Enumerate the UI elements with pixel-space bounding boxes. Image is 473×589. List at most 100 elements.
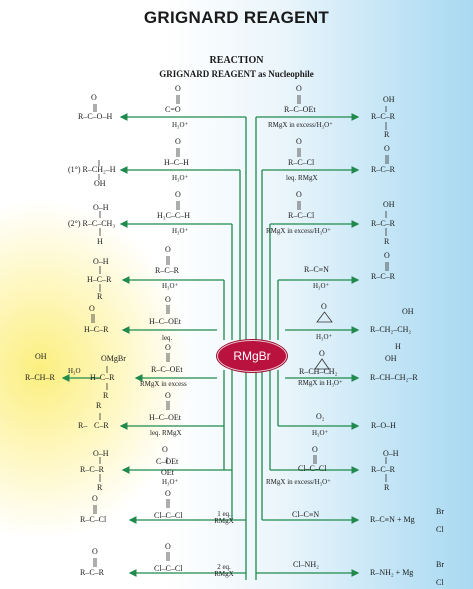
- atom-r: R: [96, 401, 102, 410]
- left-condition-7: leq. RMgX: [150, 429, 182, 437]
- atom-o: O: [165, 542, 171, 551]
- atom-o: O: [175, 137, 181, 146]
- left-reagent-4: R–C–R: [155, 266, 180, 275]
- epoxide-ring-2: [314, 358, 330, 370]
- left-reagent-5: H–C–OEt: [149, 317, 181, 326]
- left-product-4: H–C–R: [87, 275, 112, 284]
- atom-h: H: [97, 237, 103, 246]
- right-product-8: R–C–R: [371, 465, 396, 474]
- left-reagent-10: Cl–C–Cl: [154, 564, 183, 573]
- atom-h: H: [395, 342, 401, 351]
- right-product-4: R–C–R: [371, 272, 396, 281]
- atom-o: O: [296, 84, 302, 93]
- left-reagent-9: Cl–C–Cl: [154, 511, 183, 520]
- right-reagent-10: Cl–NH₂: [293, 560, 319, 569]
- left-reagent-6: R–C–OEt: [151, 365, 183, 374]
- atom-o: O: [165, 489, 171, 498]
- right-reagent-9: Cl–C≡N: [292, 510, 320, 519]
- right-reagent-3: R–C–Cl: [288, 211, 315, 220]
- atom-o: O: [165, 245, 171, 254]
- left-condition-10: 2 eq. RMgX: [214, 563, 234, 578]
- atom-o: O: [165, 295, 171, 304]
- atom-o: O: [91, 93, 97, 102]
- bond-marks: [91, 95, 389, 567]
- left-product-9: R–C–Cl: [80, 515, 107, 524]
- atom-oh: OH: [94, 179, 106, 188]
- right-product-7: R–O–H: [371, 421, 396, 430]
- left-product-3: (2°) R–C–CH₃: [68, 219, 116, 228]
- right-condition-3: RMgX in excess/H₃O⁺: [266, 227, 331, 235]
- right-condition-4: H₃O⁺: [313, 282, 330, 290]
- left-reagent-8-label: OEt: [161, 468, 174, 477]
- right-reagent-6: R–CH–CH₂: [299, 367, 338, 376]
- atom-o: O: [384, 144, 390, 153]
- right-product-9-sub1: Br: [436, 507, 444, 516]
- left-condition-5: leq.: [162, 334, 173, 342]
- left-product-6-label: OMgBr: [101, 354, 126, 363]
- right-product-6-label: OH: [385, 354, 397, 363]
- atom-o: O: [89, 304, 95, 313]
- right-product-2: R–C–R: [371, 165, 396, 174]
- left-product-8: R–C–R: [80, 465, 105, 474]
- right-product-5: R–CH₂–CH₂: [370, 325, 412, 334]
- left-product-1: R–C–O–H: [78, 112, 113, 121]
- atom-r: R: [103, 391, 109, 400]
- right-product-6: R–CH–CH₂–R: [370, 373, 418, 382]
- right-product-1: R–C–R: [371, 112, 396, 121]
- left-condition-9: 1 eq. RMgX: [214, 510, 234, 525]
- right-product-9-sub2: Cl: [436, 525, 444, 534]
- right-condition-1: RMgX in excess/H₃O⁺: [268, 121, 333, 129]
- right-reagent-7: O₂: [316, 412, 325, 421]
- right-reagent-2: R–C–Cl: [288, 158, 315, 167]
- atom-o: O: [165, 391, 171, 400]
- left-product-7: C–R: [94, 421, 109, 430]
- epoxide-ring-1: [316, 311, 333, 323]
- left-condition-6: RMgX in excess: [140, 380, 187, 388]
- atom-o: O: [175, 190, 181, 199]
- left-condition-3: H₃O⁺: [172, 227, 189, 235]
- right-reagent-1: R–C–OEt: [284, 105, 316, 114]
- atom-oh: O–H: [93, 257, 109, 266]
- right-product-3-label: OH: [383, 200, 395, 209]
- left-product-2: (1°) R–CH₂–H: [68, 165, 116, 174]
- atom-o: O: [175, 84, 181, 93]
- right-product-8-label: O–H: [383, 449, 399, 458]
- atom-o: O: [384, 251, 390, 260]
- left-condition-1: H₃O⁺: [172, 121, 189, 129]
- atom-oh: O–H: [93, 203, 109, 212]
- left-condition-2: H₃O⁺: [172, 174, 189, 182]
- right-product-10-sub2: Cl: [436, 578, 444, 587]
- atom-o: O: [165, 343, 171, 352]
- atom-r: R: [384, 237, 390, 246]
- right-condition-5: H₃O⁺: [316, 333, 333, 341]
- atom-oh: O–H: [93, 449, 109, 458]
- atom-r: R: [384, 483, 390, 492]
- right-reagent-8: Cl–C–Cl: [298, 464, 327, 473]
- right-condition-2: leq. RMgX: [286, 174, 318, 182]
- right-condition-6: RMgX in H₃O⁺: [298, 379, 343, 387]
- right-condition-8: RMgX in excess/H₃O⁺: [266, 478, 331, 486]
- left-reagent-7: H–C–OEt: [149, 413, 181, 422]
- right-product-10-sub1: Br: [436, 560, 444, 569]
- left-product-5: H–C–R: [84, 325, 109, 334]
- atom-r: R–: [78, 421, 88, 430]
- right-condition-7: H₃O⁺: [312, 429, 329, 437]
- right-product-10: R–NH₂ + Mg: [370, 568, 414, 577]
- right-product-9: R–C≡N + Mg: [370, 515, 415, 524]
- left-reagent-3: H₃C–C–H: [157, 211, 191, 220]
- left-product-10: R–C–R: [80, 568, 105, 577]
- right-product-1-label: OH: [383, 95, 395, 104]
- center-reagent-badge: RMgBr: [217, 340, 287, 372]
- right-product-5-label: OH: [402, 307, 414, 316]
- atom-r: R: [384, 130, 390, 139]
- left-reagent-1: C=O: [165, 105, 181, 114]
- atom-o: O: [296, 137, 302, 146]
- left-product-6: H–C–R: [90, 373, 115, 382]
- atom-o: O: [92, 494, 98, 503]
- section-title: REACTION: [209, 55, 264, 66]
- atom-o: O: [296, 190, 302, 199]
- atom-o: O: [312, 445, 318, 454]
- section-subheading: GRIGNARD REAGENT as Nucleophile: [159, 69, 314, 79]
